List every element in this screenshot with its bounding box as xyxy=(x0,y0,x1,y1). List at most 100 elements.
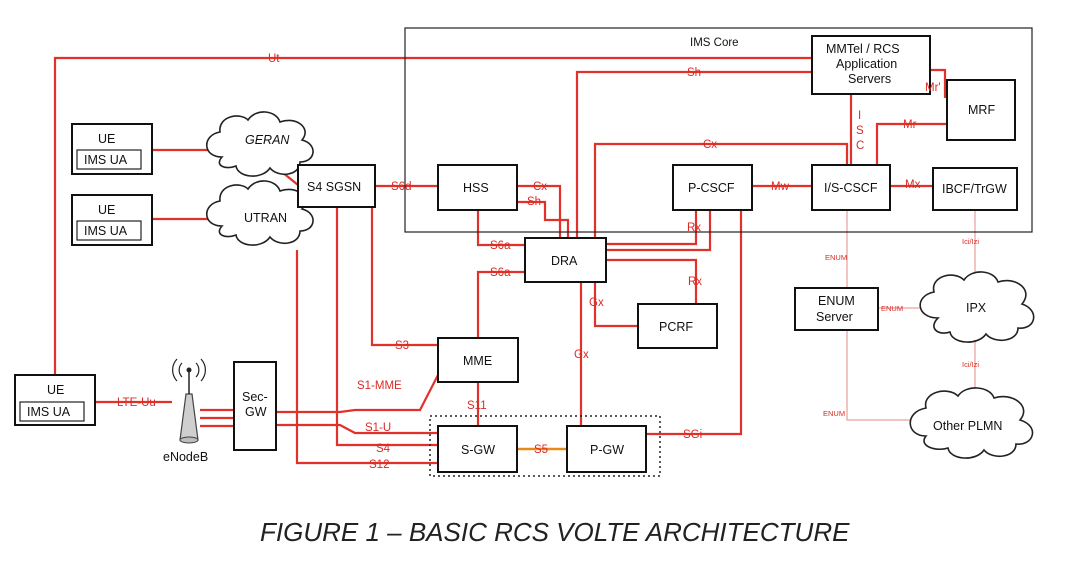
ibcf-trgw-node: IBCF/TrGW xyxy=(932,167,1018,211)
enum-bottom-label: ENUM xyxy=(823,409,845,418)
ims-core-boundary xyxy=(404,27,1033,233)
sgi-line xyxy=(646,210,743,436)
isc-c-label: C xyxy=(856,140,864,152)
hss-label: HSS xyxy=(463,181,489,195)
ut-line xyxy=(53,56,812,375)
sec-gw-line-1: Sec- xyxy=(242,390,268,404)
s6a-top-line xyxy=(476,210,525,247)
enodeb-label: eNodeB xyxy=(163,450,208,464)
cx-hss-label: Cx xyxy=(533,181,547,193)
s6d-label: S6d xyxy=(391,181,411,193)
mr-line xyxy=(875,122,947,168)
s1mme-label: S1-MME xyxy=(357,380,402,392)
s5-label: S5 xyxy=(534,444,548,456)
ici-top-label: Ici/Izi xyxy=(962,237,979,246)
utran-cloud: UTRAN xyxy=(205,180,314,246)
mr-prime-line xyxy=(930,68,947,98)
enum-server-line-2: Server xyxy=(816,310,853,324)
ici-bottom-label: Ici/Izi xyxy=(962,360,979,369)
interface-labels: Ut Sh Cx Mr' I S C Mr S6d Cx Sh Mw Mx S6… xyxy=(117,53,979,471)
p-cscf-label: P-CSCF xyxy=(688,181,735,195)
rx-pcrf-label: Rx xyxy=(688,276,702,288)
ut-label: Ut xyxy=(268,53,280,65)
ue-utran-ims-ua: IMS UA xyxy=(84,224,128,238)
mrf-label: MRF xyxy=(968,103,995,117)
gx-pcrf-line xyxy=(593,282,638,328)
s12-line xyxy=(295,250,438,465)
pcrf-node: PCRF xyxy=(637,303,718,349)
geran-cloud: GERAN xyxy=(205,111,314,177)
gx-pgw-label: Gx xyxy=(574,349,589,361)
enodeb-antenna-icon xyxy=(172,358,206,444)
ue-lte-ims-ua: IMS UA xyxy=(27,405,71,419)
geran-label: GERAN xyxy=(245,133,290,147)
sgi-label: SGi xyxy=(683,429,702,441)
ipx-label: IPX xyxy=(966,301,987,315)
sh-hss-label: Sh xyxy=(527,196,541,208)
p-gw-label: P-GW xyxy=(590,443,624,457)
cx-line xyxy=(593,142,849,238)
s4-sgsn-node: S4 SGSN xyxy=(297,164,376,208)
other-plmn-label: Other PLMN xyxy=(933,419,1002,433)
ue-utran-node: UE IMS UA xyxy=(71,194,153,246)
enum-server-node: ENUM Server xyxy=(794,287,879,331)
enum-top-label: ENUM xyxy=(825,253,847,262)
s6a-mme-label: S6a xyxy=(490,267,511,279)
sh-top-label: Sh xyxy=(687,67,701,79)
connection-lines xyxy=(53,56,976,465)
s1u-line xyxy=(276,423,438,435)
isc-s-label: S xyxy=(856,125,864,137)
s3-line xyxy=(370,207,438,347)
epc-gateway-group xyxy=(429,415,661,477)
mmtel-line-2: Application xyxy=(836,57,897,71)
ue-lte-label: UE xyxy=(47,383,64,397)
mmtel-line-1: MMTel / RCS xyxy=(826,42,900,56)
s4-sgsn-label: S4 SGSN xyxy=(307,180,361,194)
mmtel-rcs-as-node: MMTel / RCS Application Servers xyxy=(811,35,931,95)
ue-geran-label: UE xyxy=(98,132,115,146)
enum-mid-label: ENUM xyxy=(881,304,903,313)
isc-i-label: I xyxy=(858,110,861,122)
rx-top-line-2 xyxy=(606,210,712,252)
enum-server-line-1: ENUM xyxy=(818,294,855,308)
ims-core-label: IMS Core xyxy=(690,37,739,49)
mw-label: Mw xyxy=(771,181,790,193)
s6a-mme-line xyxy=(476,270,525,338)
enum-bottom-line xyxy=(846,330,918,421)
s1u-label: S1-U xyxy=(365,422,391,434)
mx-label: Mx xyxy=(905,179,921,191)
lte-uu-label: LTE-Uu xyxy=(117,397,156,409)
sec-gw-node: Sec- GW xyxy=(233,361,277,451)
rx-pcrf-line xyxy=(606,258,698,318)
mme-node: MME xyxy=(437,337,519,383)
s4-label: S4 xyxy=(376,443,391,455)
s3-label: S3 xyxy=(395,340,409,352)
figure-caption: FIGURE 1 – BASIC RCS VOLTE ARCHITECTURE xyxy=(260,517,850,547)
rx-top-label: Rx xyxy=(687,222,701,234)
gx-pcrf-label: Gx xyxy=(589,297,604,309)
pcrf-label: PCRF xyxy=(659,320,693,334)
sh-line xyxy=(575,70,812,238)
cx-top-label: Cx xyxy=(703,139,717,151)
dra-node: DRA xyxy=(524,237,607,283)
s11-label: S11 xyxy=(467,400,487,412)
mrf-node: MRF xyxy=(946,79,1016,141)
mr-label: Mr xyxy=(903,119,917,131)
ue-geran-ims-ua: IMS UA xyxy=(84,153,128,167)
utran-label: UTRAN xyxy=(244,211,287,225)
dra-label: DRA xyxy=(551,254,578,268)
ue-utran-label: UE xyxy=(98,203,115,217)
s-gw-label: S-GW xyxy=(461,443,495,457)
rx-top-line xyxy=(606,210,698,246)
cx-hss-line xyxy=(517,184,562,238)
p-gw-node: P-GW xyxy=(566,425,647,473)
ibcf-trgw-label: IBCF/TrGW xyxy=(942,182,1007,196)
s-gw-node: S-GW xyxy=(437,425,518,473)
ue-geran-node: UE IMS UA xyxy=(71,123,153,175)
p-cscf-node: P-CSCF xyxy=(672,164,753,211)
ipx-cloud: IPX xyxy=(919,271,1035,343)
i-s-cscf-node: I/S-CSCF xyxy=(811,164,891,211)
i-s-cscf-label: I/S-CSCF xyxy=(824,181,878,195)
sec-gw-line-2: GW xyxy=(245,405,267,419)
